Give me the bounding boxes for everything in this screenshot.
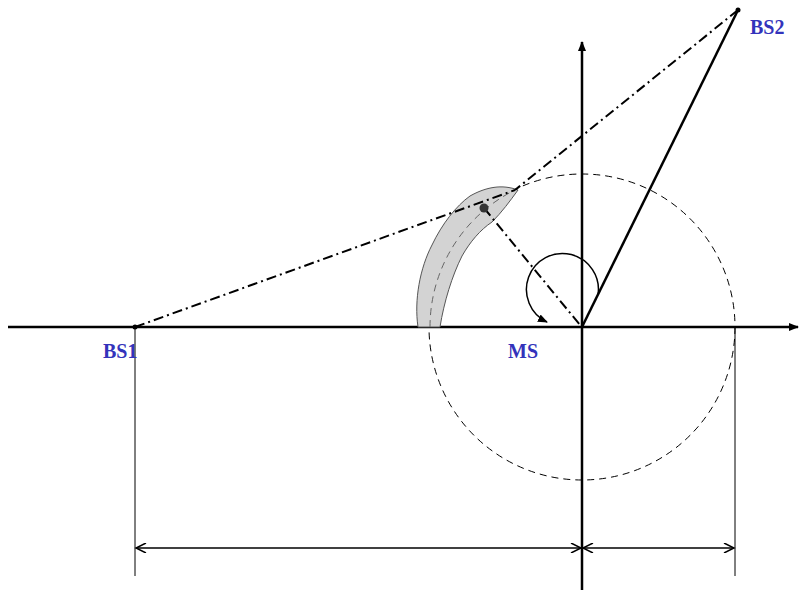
estimate-point bbox=[480, 204, 489, 213]
dimension-line bbox=[584, 547, 733, 549]
station-label: BS1 bbox=[103, 340, 137, 362]
y-axis bbox=[581, 42, 584, 590]
dimension-line bbox=[137, 547, 580, 549]
station-label: MS bbox=[508, 340, 538, 362]
extension-line bbox=[735, 327, 736, 576]
angle-arc bbox=[526, 253, 598, 322]
bs1-ray bbox=[135, 190, 515, 327]
range-arc bbox=[430, 190, 515, 327]
bs2-ray bbox=[515, 10, 738, 190]
uncertainty-region bbox=[417, 187, 518, 327]
bs2-line bbox=[582, 10, 738, 327]
bs2-point bbox=[736, 8, 741, 13]
station-label: BS2 bbox=[750, 16, 784, 38]
x-axis bbox=[8, 326, 798, 329]
extension-line bbox=[135, 327, 136, 576]
